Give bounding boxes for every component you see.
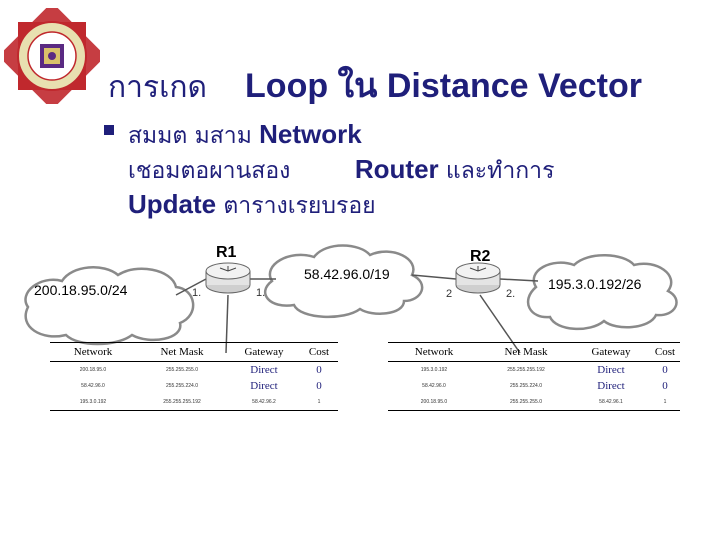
cell-netmask: 255.255.255.192 — [507, 367, 545, 373]
col-cost: Cost — [308, 346, 330, 358]
cell-gateway: Direct — [250, 364, 278, 376]
table-row: 58.42.96.0 255.255.224.0 Direct 0 — [50, 378, 338, 394]
col-gateway: Gateway — [591, 346, 631, 358]
university-logo-icon — [4, 8, 100, 104]
link-r2-table — [479, 294, 521, 354]
router-r1-label: R1 — [216, 244, 237, 261]
cell-cost: 0 — [316, 380, 322, 392]
title-english: Loop ใน Distance Vector — [245, 67, 642, 105]
link-r1-table — [225, 294, 229, 354]
cell-gateway: 58.42.96.1 — [599, 399, 623, 405]
r2-port-right: 2. — [506, 288, 515, 300]
cell-netmask: 255.255.255.192 — [163, 399, 201, 405]
cell-gateway: Direct — [250, 380, 278, 392]
bullet-line2-en: Router — [354, 154, 439, 184]
table-row: 58.42.96.0 255.255.224.0 Direct 0 — [388, 378, 680, 394]
cell-gateway: Direct — [597, 380, 625, 392]
bullet-marker-icon — [104, 125, 114, 135]
bullet-line-2: เชอมตอผานสอง Router และทำการ — [128, 153, 554, 189]
cell-network: 195.3.0.192 — [420, 367, 448, 373]
bullet-line1-en: Network — [259, 119, 362, 149]
table-row: 200.18.95.0 255.255.255.0 Direct 0 — [50, 362, 338, 379]
cell-cost: 0 — [662, 364, 668, 376]
cell-network: 58.42.96.0 — [422, 383, 446, 389]
cell-cost: 0 — [316, 364, 322, 376]
table-row: 195.3.0.192 255.255.255.192 58.42.96.2 1 — [50, 394, 338, 411]
router-r2-icon — [455, 262, 501, 294]
bullet-line-1: สมมต มสาม Network — [128, 118, 362, 154]
link-middle-r2 — [411, 274, 457, 280]
cloud-middle — [264, 244, 424, 319]
table-header-row: Network Net Mask Gateway Cost — [50, 342, 338, 362]
network-middle-label: 58.42.96.0/19 — [304, 266, 390, 282]
router-r1-icon — [205, 262, 251, 294]
cell-network: 195.3.0.192 — [79, 399, 107, 405]
link-left-r1 — [175, 278, 207, 296]
table-row: 195.3.0.192 255.255.255.192 Direct 0 — [388, 362, 680, 379]
table-row: 200.18.95.0 255.255.255.0 58.42.96.1 1 — [388, 394, 680, 411]
bullet-line2-thai: เชอมตอผานสอง — [128, 158, 291, 184]
network-left-label: 200.18.95.0/24 — [34, 282, 128, 298]
title-thai: การเกด — [108, 70, 208, 105]
network-diagram: 200.18.95.0/24 58.42.96.0/19 195.3.0.192… — [24, 244, 678, 354]
col-network: Network — [414, 346, 454, 358]
col-gateway: Gateway — [244, 346, 284, 358]
bullet-line1-thai: สมมต มสาม — [128, 123, 252, 149]
cell-cost: 0 — [662, 380, 668, 392]
cell-network: 58.42.96.0 — [81, 383, 105, 389]
bullet-line3-thai: ตารางเรยบรอย — [223, 193, 376, 219]
link-r2-right — [499, 278, 539, 282]
cell-netmask: 255.255.255.0 — [166, 367, 198, 373]
cloud-right — [526, 254, 678, 331]
r2-port-left: 2 — [446, 288, 452, 300]
cell-gateway: Direct — [597, 364, 625, 376]
r1-port-right: 1. — [256, 287, 265, 299]
cell-gateway: 58.42.96.2 — [252, 399, 276, 405]
slide-title: การเกด Loop ใน Distance Vector — [108, 58, 642, 112]
cloud-left — [24, 266, 195, 346]
col-netmask: Net Mask — [504, 346, 548, 358]
cell-cost: 1 — [317, 399, 321, 405]
bullet-line-3: Update ตารางเรยบรอย — [128, 188, 376, 224]
network-right-label: 195.3.0.192/26 — [548, 276, 642, 292]
col-network: Network — [73, 346, 113, 358]
cell-netmask: 255.255.224.0 — [510, 383, 542, 389]
col-cost: Cost — [654, 346, 676, 358]
bullet-line3-en: Update — [128, 189, 217, 219]
r1-port-left: 1. — [192, 287, 201, 299]
cell-cost: 1 — [663, 399, 667, 405]
cell-network: 200.18.95.0 — [79, 367, 107, 373]
cell-netmask: 255.255.255.0 — [510, 399, 542, 405]
router-r2-label: R2 — [470, 248, 491, 265]
cell-netmask: 255.255.224.0 — [166, 383, 198, 389]
table-header-row: Network Net Mask Gateway Cost — [388, 342, 680, 362]
routing-table-r2: Network Net Mask Gateway Cost 195.3.0.19… — [388, 342, 680, 411]
cell-network: 200.18.95.0 — [420, 399, 448, 405]
bullet-line2-thai2: และทำการ — [445, 158, 555, 184]
routing-table-r1: Network Net Mask Gateway Cost 200.18.95.… — [50, 342, 338, 411]
col-netmask: Net Mask — [160, 346, 204, 358]
